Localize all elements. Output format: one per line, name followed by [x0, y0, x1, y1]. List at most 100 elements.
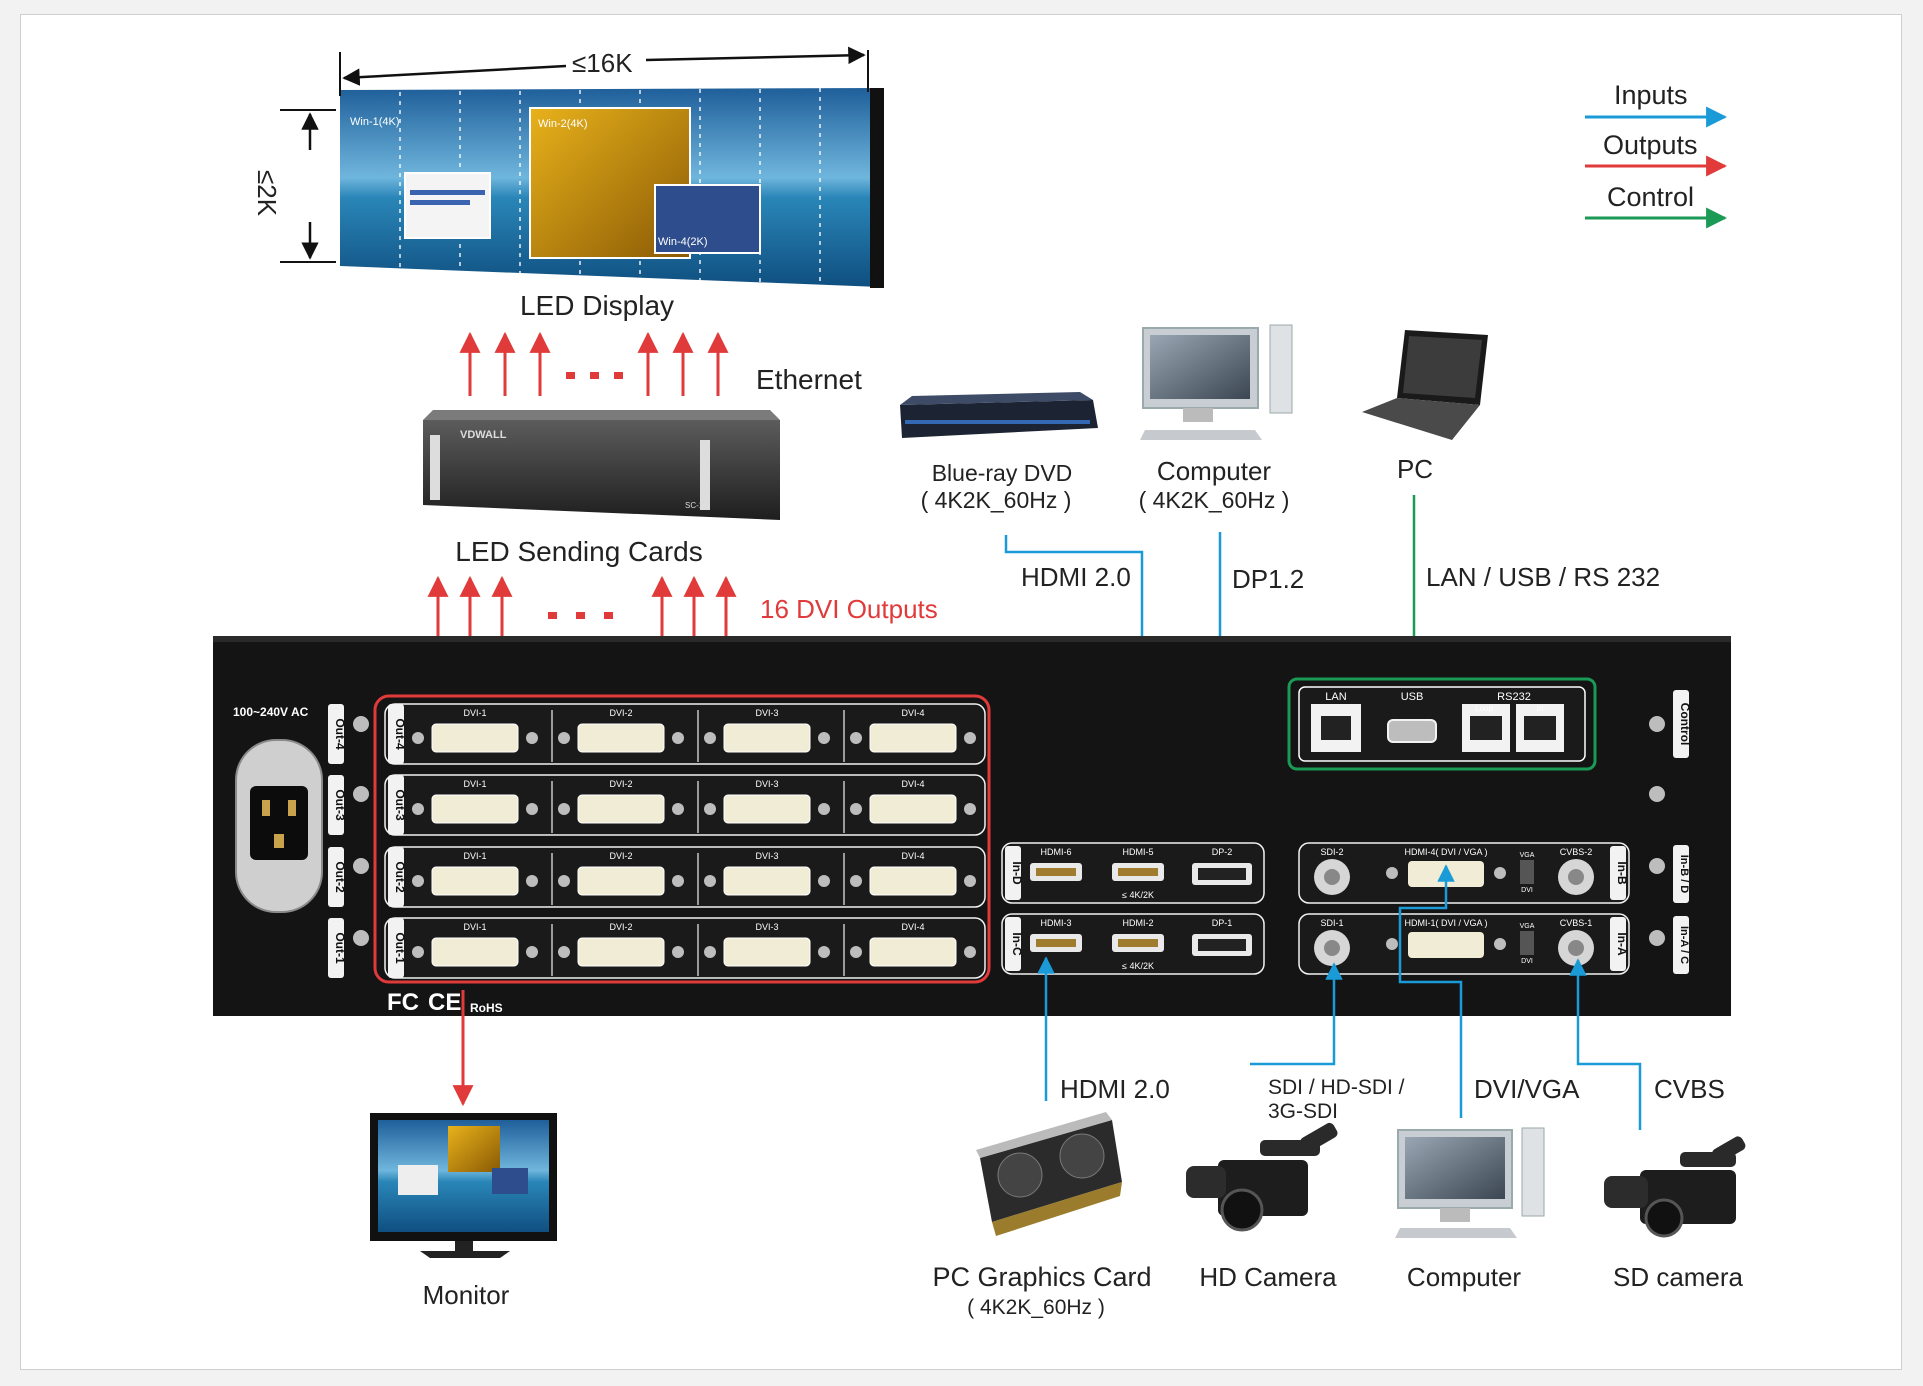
dvi-port-label: DVI-3	[755, 851, 778, 861]
ethernet-label: Ethernet	[756, 364, 862, 395]
input-side-label: In-B	[1615, 861, 1629, 885]
led-window-1-label: Win-1(4K)	[350, 116, 400, 128]
control-link-label: LAN / USB / RS 232	[1426, 562, 1661, 592]
dvi-port	[431, 937, 519, 967]
rs232-in-label: In	[1537, 704, 1544, 713]
dvi-port	[869, 866, 957, 896]
led-sending-cards-label: LED Sending Cards	[455, 536, 703, 567]
legend-inputs-label: Inputs	[1614, 80, 1688, 110]
dvi-port-label: DVI-3	[755, 779, 778, 789]
dp-top-label: DP1.2	[1232, 564, 1305, 594]
computer-top-spec: ( 4K2K_60Hz )	[1138, 487, 1290, 513]
input-side-label: In-C	[1010, 932, 1024, 956]
input-right-side-label: In-B / D	[1678, 855, 1690, 894]
pc-laptop-icon	[1362, 330, 1488, 440]
ce-mark: CE	[428, 989, 461, 1016]
dvi-port	[577, 794, 665, 824]
dvi-vga-label: DVI/VGA	[1474, 1074, 1580, 1104]
led-display-label: LED Display	[519, 290, 675, 321]
output-row-side-label: Out-3	[333, 789, 347, 821]
sdi-link	[1250, 962, 1343, 1066]
dvi-port	[431, 866, 519, 896]
dvi-port	[723, 866, 811, 896]
lan-label: LAN	[1325, 691, 1346, 703]
cvbs-port-label: CVBS-2	[1560, 847, 1593, 857]
chassis-screws	[353, 716, 1665, 946]
bluray-name: Blue-ray DVD	[931, 460, 1073, 486]
hdmi-top-label: HDMI 2.0	[1021, 562, 1131, 592]
sdi-label: SDI / HD-SDI / 3G-SDI	[1268, 1076, 1405, 1123]
legend-outputs-label: Outputs	[1603, 130, 1698, 160]
hdmi-bottom-label: HDMI 2.0	[1060, 1074, 1170, 1104]
output-row-inner-label: Out-3	[393, 789, 407, 821]
led-sending-cards-box: VDWALL SC-12	[423, 410, 780, 520]
monitor-icon	[370, 1113, 557, 1258]
dvi-vga-link	[1398, 864, 1463, 1118]
led-height-dimension	[280, 109, 336, 263]
input-port-label: HDMI-3	[1041, 918, 1072, 928]
dvi-port-label: DVI-3	[755, 922, 778, 932]
input-port-label: DP-2	[1212, 847, 1233, 857]
led-width-label: ≤16K	[572, 48, 633, 78]
dvi-vga-switch	[1520, 931, 1534, 955]
cvbs-port-label: CVBS-1	[1560, 918, 1593, 928]
dvi-port	[577, 937, 665, 967]
dvi-port	[577, 866, 665, 896]
dvi-vga-switch	[1520, 860, 1534, 884]
bluray-spec: ( 4K2K_60Hz )	[920, 487, 1072, 513]
monitor-label: Monitor	[422, 1280, 510, 1310]
dvi-port	[431, 723, 519, 753]
legend-control-label: Control	[1607, 182, 1695, 212]
certification-marks: FC CE RoHS	[387, 989, 503, 1016]
computer-bottom-icon	[1395, 1127, 1545, 1238]
input-port-label: DP-1	[1212, 918, 1233, 928]
usb-label: USB	[1401, 691, 1424, 703]
dvi-port	[869, 937, 957, 967]
output-dots-top	[566, 372, 623, 379]
dvi-port-label: DVI-1	[463, 708, 486, 718]
cvbs-link	[1569, 958, 1642, 1130]
dvi-port-label: DVI-2	[609, 708, 632, 718]
graphics-card-name: PC Graphics Card	[932, 1262, 1152, 1292]
pc-name: PC	[1396, 454, 1434, 484]
dvi-port-label: DVI-2	[609, 851, 632, 861]
dvi-port	[723, 794, 811, 824]
led-height-label: ≤2K	[252, 170, 282, 217]
sdi-port-label: SDI-1	[1320, 918, 1343, 928]
dvi-port-label: DVI-4	[901, 779, 924, 789]
dvi-output-panel	[373, 694, 991, 984]
output-dots-bottom	[548, 612, 613, 619]
input-port-label: HDMI-6	[1041, 847, 1072, 857]
hd-camera-name: HD Camera	[1199, 1262, 1337, 1292]
output-row-inner-label: Out-2	[393, 861, 407, 893]
dvi-port-label: DVI-1	[463, 922, 486, 932]
dvi-switch-label: DVI	[1521, 958, 1533, 965]
sending-card-output-arrows	[459, 331, 729, 396]
output-row-side-label: Out-2	[333, 861, 347, 893]
dvi-port	[723, 937, 811, 967]
dvi-port-label: DVI-3	[755, 708, 778, 718]
graphics-card-spec: ( 4K2K_60Hz )	[967, 1296, 1105, 1319]
cvbs-label: CVBS	[1654, 1074, 1725, 1104]
sending-card-brand: VDWALL	[460, 429, 507, 441]
sd-camera-icon	[1604, 1136, 1746, 1238]
input-resolution-note: ≤ 4K/2K	[1122, 890, 1154, 900]
dvi-port	[869, 723, 957, 753]
input-resolution-note: ≤ 4K/2K	[1122, 961, 1154, 971]
dvi-switch-label: DVI	[1521, 887, 1533, 894]
power-label: 100~240V AC	[233, 705, 309, 719]
rs232-label: RS232	[1497, 691, 1531, 703]
input-port-label: HDMI-5	[1123, 847, 1154, 857]
dvi-port	[431, 794, 519, 824]
